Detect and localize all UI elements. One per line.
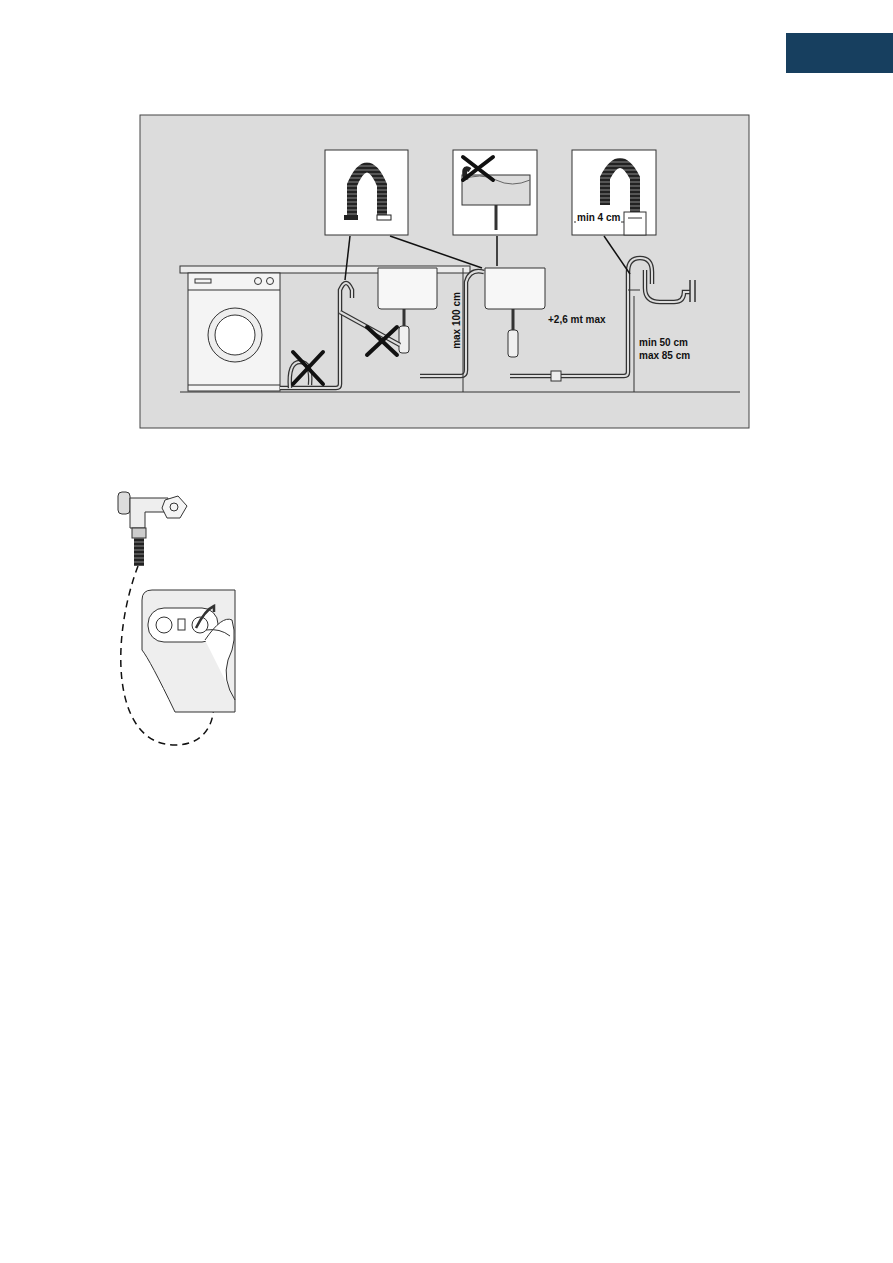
water-tap	[118, 492, 187, 538]
sink	[485, 268, 545, 357]
header-tab	[786, 33, 893, 73]
detail-inset	[572, 150, 656, 235]
detail-inset	[453, 150, 537, 235]
dimension-label: max 85 cm	[639, 350, 690, 361]
standpipe	[510, 258, 695, 381]
panel	[140, 115, 749, 428]
dimension-label: max 100 cm	[451, 292, 462, 349]
dimension-label: min 50 cm	[639, 337, 688, 348]
forbidden-mark	[293, 327, 397, 384]
dimension-label: +2,6 mt max	[548, 314, 606, 325]
dimension-line	[463, 268, 640, 392]
machine-back	[142, 590, 235, 712]
leader-line	[345, 236, 630, 280]
clearance-label: min 4 cm	[576, 212, 621, 223]
detail-inset	[325, 150, 408, 235]
washing-machine	[188, 273, 280, 391]
drain-hose	[280, 271, 484, 388]
